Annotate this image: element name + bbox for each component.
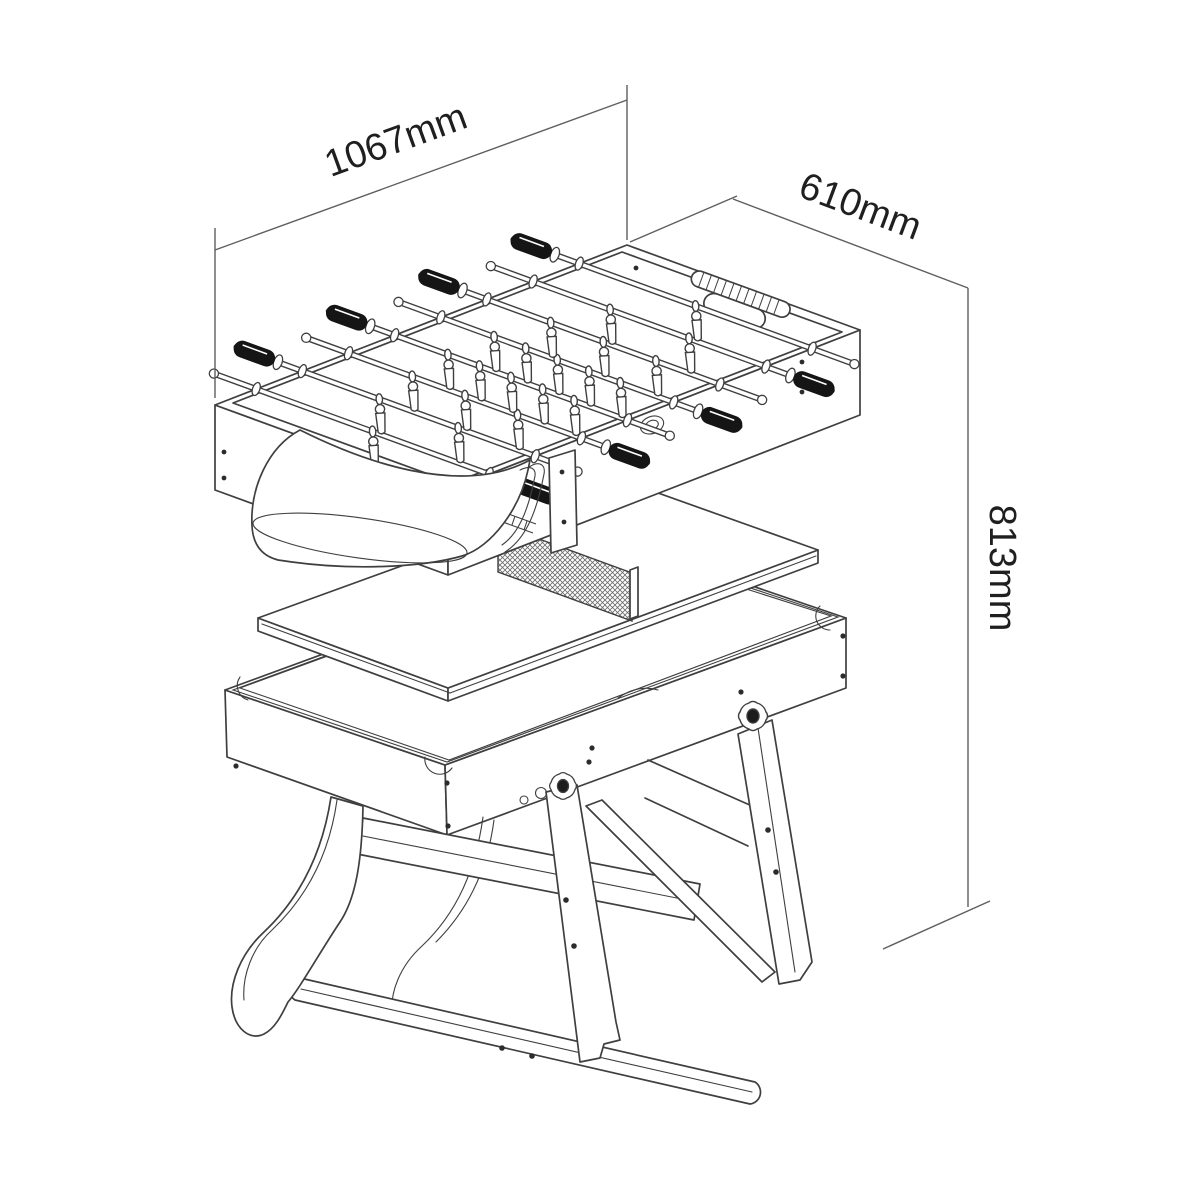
extension-line xyxy=(882,900,991,950)
floor-rail xyxy=(288,977,762,1105)
left-leg-side-panel xyxy=(230,796,364,1037)
dimension-label-height: 813mm xyxy=(981,505,1023,632)
catcher-opening xyxy=(252,512,468,564)
rod-handle xyxy=(418,268,460,295)
goal-handle xyxy=(690,270,791,330)
upright-leg-board xyxy=(545,784,621,1063)
far-leg-panel-edge xyxy=(435,819,495,943)
rod-end-caps xyxy=(208,260,860,477)
center-brace xyxy=(585,799,776,983)
dimension-height: 813mm xyxy=(882,288,1023,950)
rim-corner-arc xyxy=(424,756,453,775)
dimension-label-depth: 610mm xyxy=(794,165,927,249)
leg-brace xyxy=(644,797,749,847)
right-leg-board xyxy=(737,719,813,985)
leg-brace xyxy=(647,759,753,807)
rim-notch xyxy=(617,687,659,699)
rod-bearings xyxy=(251,246,817,491)
rod-handle xyxy=(700,406,743,433)
catcher-bracket xyxy=(548,449,578,554)
leg-lock-knob xyxy=(737,700,769,732)
rim-corner-arc xyxy=(236,676,249,701)
dimension-line xyxy=(732,198,969,289)
dimension-label-length: 1067mm xyxy=(319,96,472,186)
leg-assembly xyxy=(230,689,813,1105)
player-rods xyxy=(208,236,860,502)
catcher-strap xyxy=(504,463,545,553)
net-post xyxy=(629,566,639,620)
ball-catcher xyxy=(251,429,578,568)
leg-lock-knob xyxy=(548,771,578,801)
table-tennis-net xyxy=(497,522,639,623)
rod-handle xyxy=(793,371,835,398)
rod-handle xyxy=(608,442,651,469)
rim-corner-arc xyxy=(815,605,831,631)
dimension-line xyxy=(214,99,628,251)
rod-handle xyxy=(325,304,368,331)
extension-line xyxy=(629,195,738,243)
rod-handle xyxy=(510,233,553,260)
rod-handle xyxy=(233,340,276,367)
